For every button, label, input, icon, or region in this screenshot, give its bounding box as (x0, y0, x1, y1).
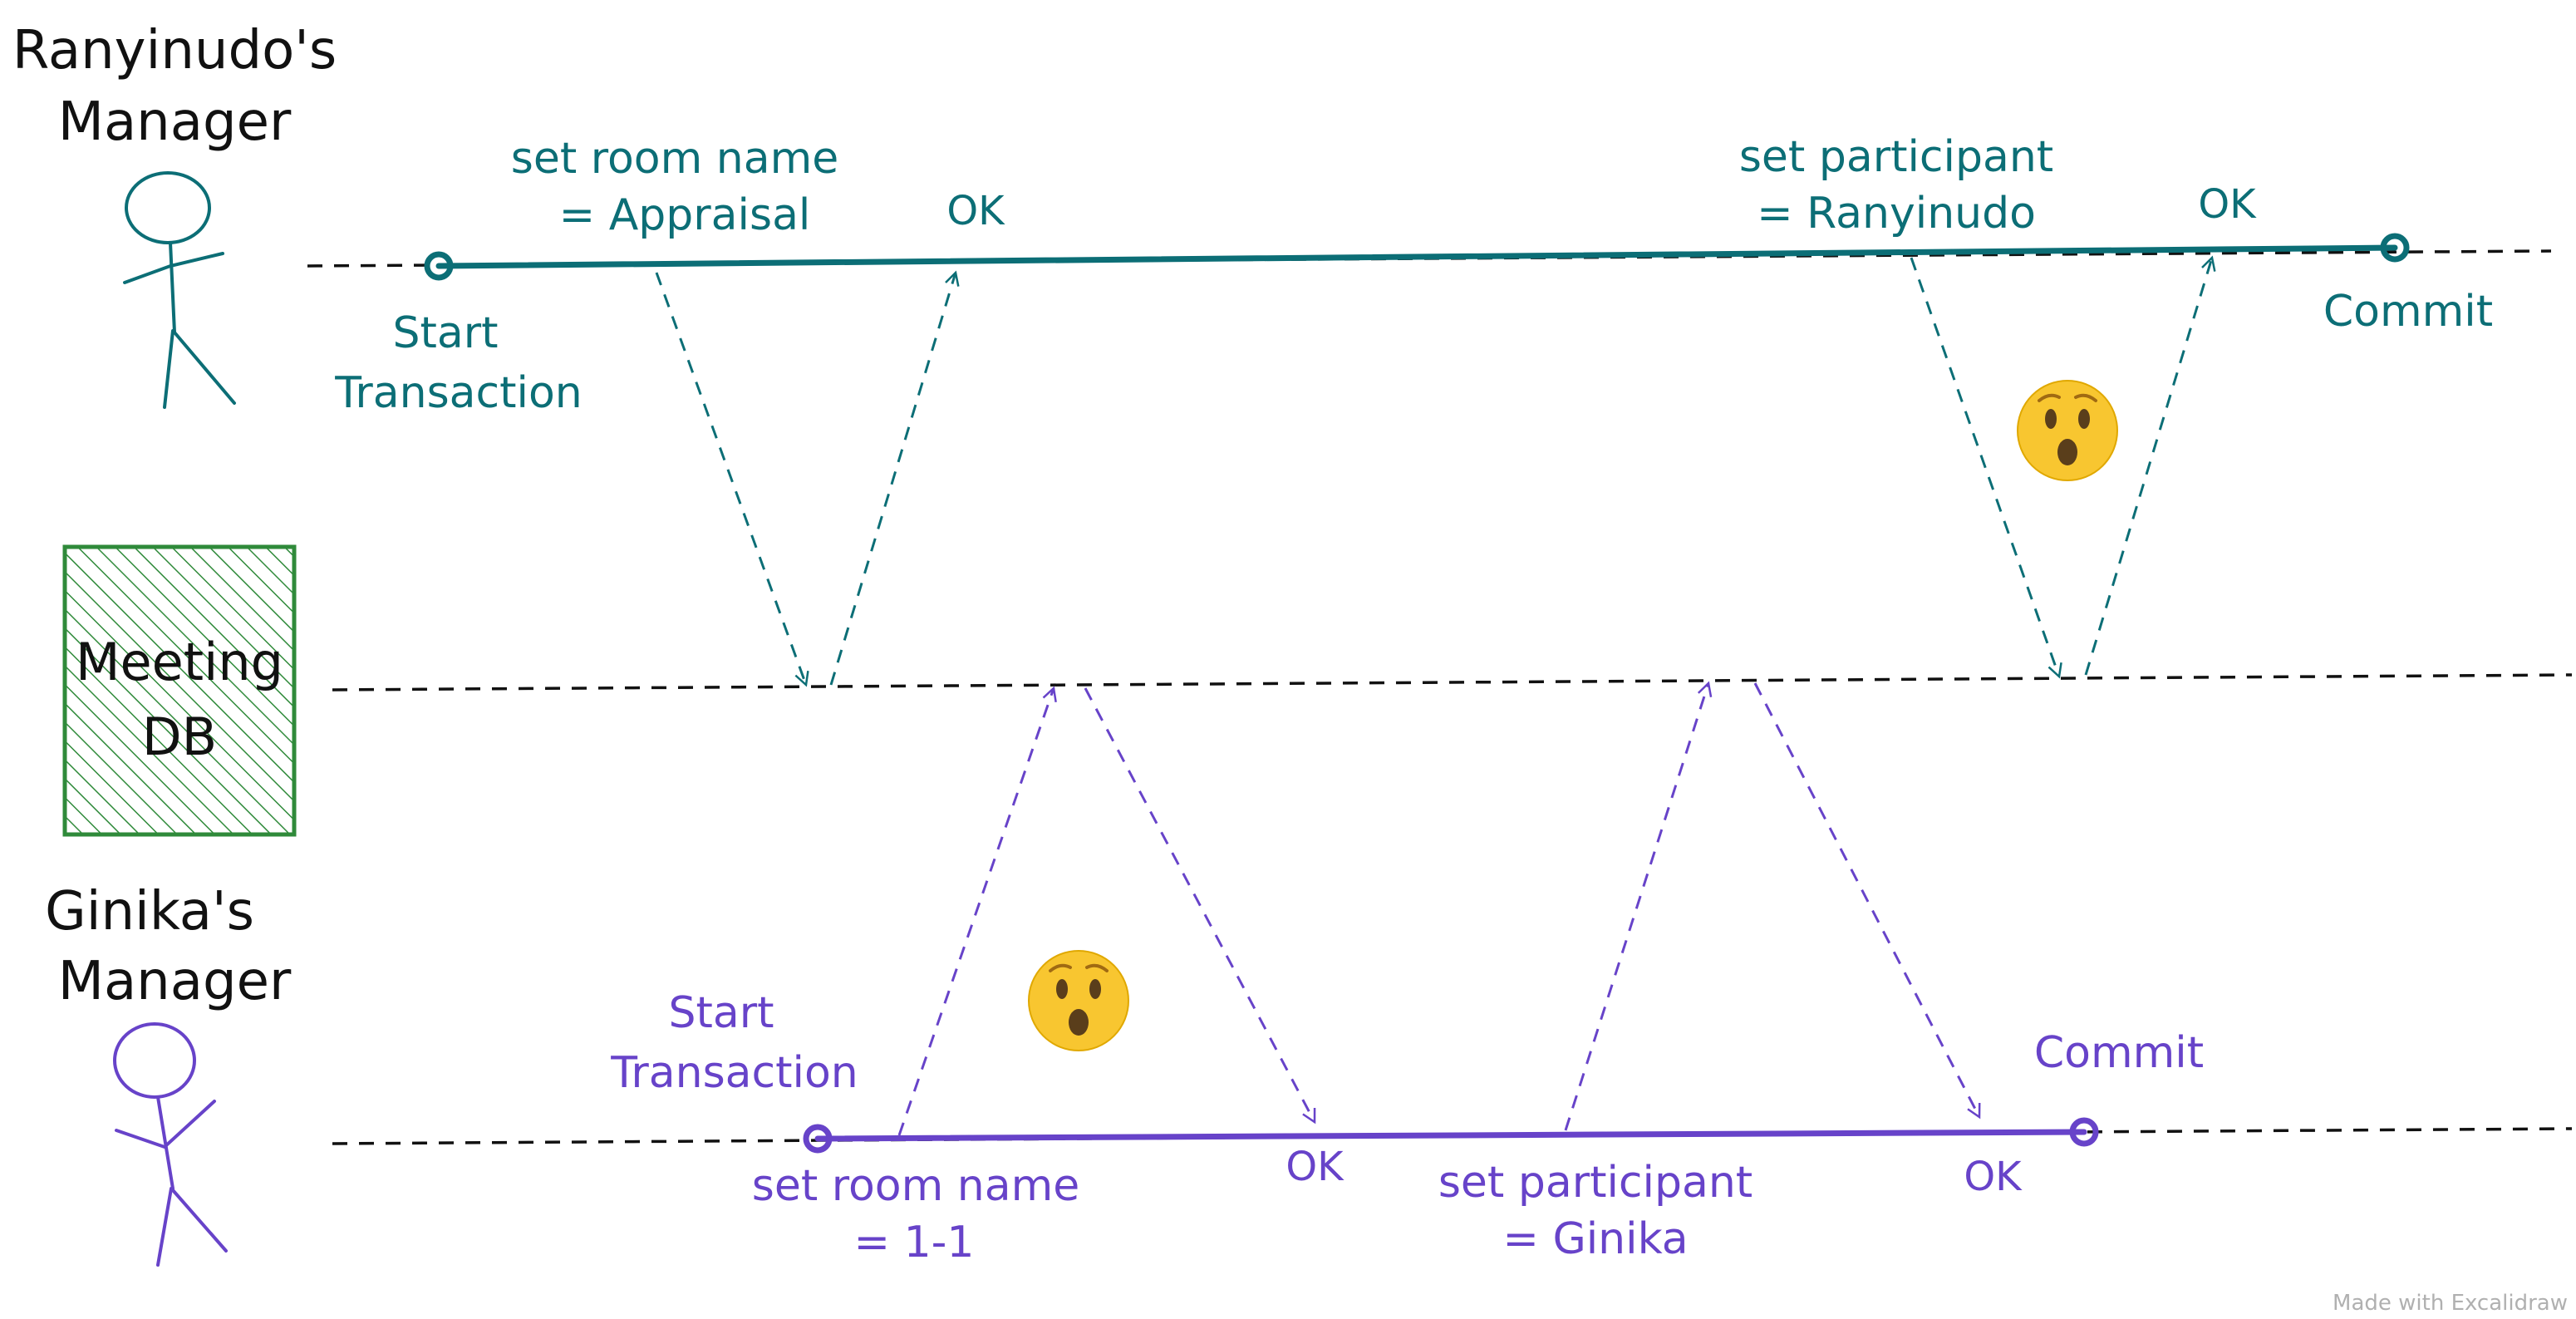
arrow-bottom-ok-2 (1753, 682, 1981, 1120)
bottom-msg2-label-line2: = Ginika (1502, 1214, 1688, 1264)
top-ok2-label: OK (2198, 181, 2257, 228)
bottom-msg2-label-line1: set participant (1438, 1158, 1753, 1208)
top-actor-figure (123, 171, 236, 409)
arrow-top-set-participant (1910, 257, 2062, 679)
db-label-line2: DB (142, 706, 217, 767)
bottom-msg1-label-line1: set room name (752, 1161, 1080, 1211)
top-transaction-bar (424, 233, 2410, 281)
bottom-ok1-label: OK (1286, 1144, 1345, 1190)
arrow-top-set-room-name (655, 272, 809, 687)
bottom-actor-label-line2: Manager (58, 951, 292, 1012)
surprised-face-icon-top (2017, 380, 2118, 481)
top-start-label-line1: Start (392, 308, 498, 358)
top-msg1-label-line2: = Appraisal (559, 190, 811, 240)
bottom-start-label-line1: Start (668, 988, 774, 1038)
top-msg2-label-line1: set participant (1739, 132, 2053, 182)
bottom-ok2-label: OK (1964, 1154, 2023, 1200)
bottom-actor-figure (113, 1022, 228, 1267)
bottom-msg1-label-line2: = 1-1 (853, 1218, 974, 1267)
bottom-actor-label-line1: Ginika's (45, 881, 254, 942)
db-label-line1: Meeting (76, 632, 283, 692)
top-msg1-label-line1: set room name (511, 134, 839, 184)
arrow-bottom-ok-1 (1084, 687, 1316, 1125)
arrow-top-ok-2 (2084, 255, 2216, 676)
meeting-db-box (62, 544, 297, 837)
footer-watermark: Made with Excalidraw (2333, 1291, 2568, 1316)
top-commit-label: Commit (2323, 287, 2493, 337)
bottom-start-label-line2: Transaction (610, 1048, 858, 1098)
arrow-top-ok-1 (829, 270, 960, 686)
top-actor-label-line1: Ranyinudo's (12, 20, 337, 81)
arrow-bottom-set-participant (1564, 681, 1713, 1131)
top-start-label-line2: Transaction (334, 368, 582, 418)
surprised-face-icon-bottom (1028, 950, 1129, 1051)
bottom-transaction-bar (803, 1117, 2099, 1154)
bottom-commit-label: Commit (2034, 1028, 2204, 1078)
top-ok1-label: OK (946, 188, 1005, 234)
top-msg2-label-line2: = Ranyinudo (1757, 189, 2036, 239)
top-actor-label-line2: Manager (58, 91, 292, 153)
db-lifeline (332, 673, 2573, 691)
arrow-bottom-set-room-name (897, 686, 1057, 1136)
